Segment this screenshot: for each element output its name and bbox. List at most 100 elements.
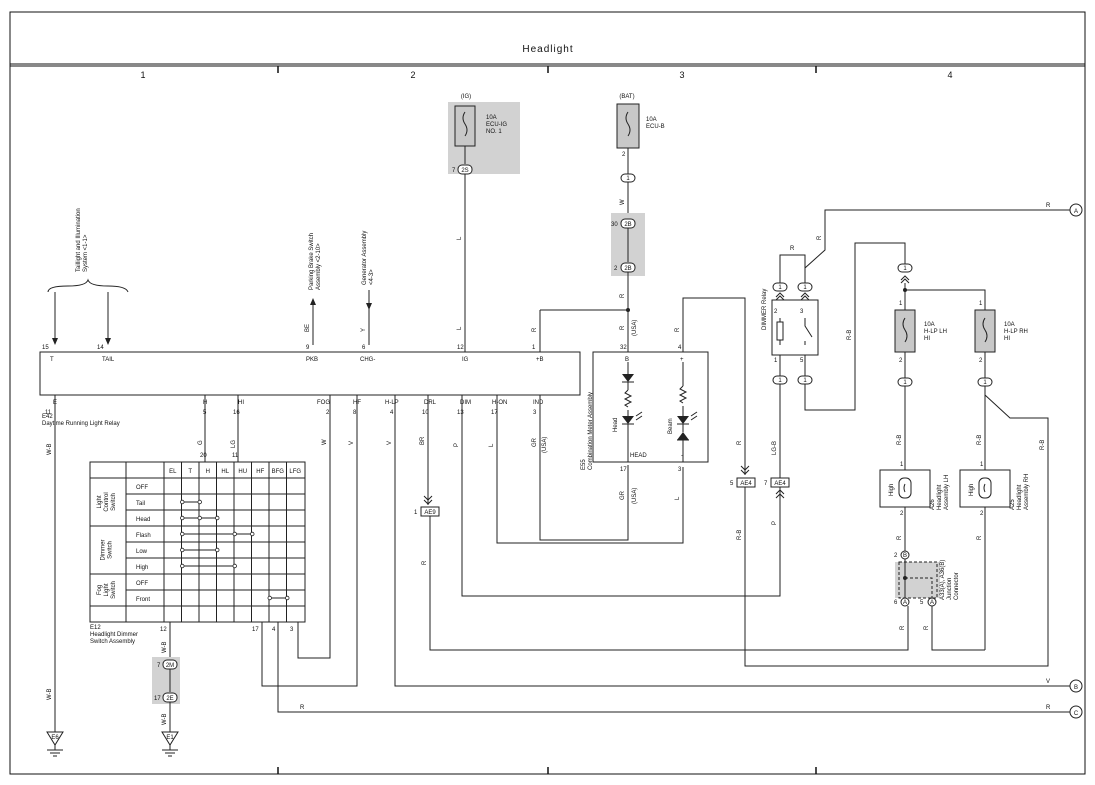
svg-text:Assembly RH: Assembly RH xyxy=(1024,474,1030,510)
svg-text:BR: BR xyxy=(420,436,426,445)
svg-text:10A: 10A xyxy=(924,322,935,328)
svg-text:A: A xyxy=(1074,209,1078,215)
switch-row-label: Tail xyxy=(136,501,145,507)
svg-text:6: 6 xyxy=(362,345,366,351)
svg-text:R: R xyxy=(300,705,305,711)
switch-row-label: Low xyxy=(136,549,148,555)
svg-text:4: 4 xyxy=(678,345,682,351)
svg-text:17: 17 xyxy=(620,467,627,473)
switch-contact xyxy=(180,499,185,505)
fuse-hlp-rh: 1 10A H-LP RH HI 2 xyxy=(974,301,1028,364)
svg-text:R: R xyxy=(737,440,743,445)
svg-text:1: 1 xyxy=(903,380,907,386)
switch-row-label: Head xyxy=(136,517,150,523)
svg-text:2B: 2B xyxy=(624,266,631,272)
svg-text:2E: 2E xyxy=(166,696,173,702)
svg-text:A: A xyxy=(930,600,934,606)
svg-text:CHG-: CHG- xyxy=(360,357,375,363)
svg-text:High: High xyxy=(889,484,895,496)
svg-text:Assembly LH: Assembly LH xyxy=(944,475,950,510)
svg-text:H-LP: H-LP xyxy=(385,400,399,406)
svg-text:H-LP RH: H-LP RH xyxy=(1004,329,1028,335)
meter-e55: 32 4 B + - HEAD 17 3 E55 Combination Met… xyxy=(581,345,709,473)
svg-text:W-B: W-B xyxy=(47,443,53,455)
switch-col-header: HU xyxy=(238,469,247,475)
svg-text:3: 3 xyxy=(800,309,804,315)
switch-contact xyxy=(232,563,237,569)
fuse-ecu-b: (BAT) 10A ECU-B 2 1 W 2B 30 2B 2 xyxy=(611,94,665,276)
svg-text:15: 15 xyxy=(42,345,49,351)
fuse-ecu-ig: (IG) 10A ECU-IG NO. 1 2S 7 xyxy=(448,94,520,175)
svg-text:-: - xyxy=(681,453,683,459)
svg-text:E12: E12 xyxy=(90,625,101,631)
switch-contact xyxy=(232,531,237,537)
svg-text:NO. 1: NO. 1 xyxy=(486,129,502,135)
svg-text:1: 1 xyxy=(803,285,807,291)
switch-contact xyxy=(267,595,272,601)
svg-text:W: W xyxy=(620,199,626,205)
switch-contact xyxy=(180,531,185,537)
switch-contact xyxy=(180,547,185,553)
svg-text:2B: 2B xyxy=(624,222,631,228)
svg-text:R: R xyxy=(977,535,983,540)
svg-text:DRL: DRL xyxy=(424,400,437,406)
connector-ae4-right: AE4 7 xyxy=(764,477,790,499)
svg-text:R: R xyxy=(620,325,626,330)
svg-text:Parking Brake Switch: Parking Brake Switch xyxy=(309,233,315,290)
svg-text:H-LP LH: H-LP LH xyxy=(924,329,947,335)
svg-text:1: 1 xyxy=(532,345,536,351)
svg-text:1: 1 xyxy=(778,378,782,384)
switch-row-label: High xyxy=(136,565,148,571)
svg-text:GR: GR xyxy=(620,490,626,500)
svg-text:R-B: R-B xyxy=(737,530,743,540)
svg-text:(USA): (USA) xyxy=(632,488,638,504)
dimmer-relay: DIMMER Relay 2 3 1 5 xyxy=(762,289,819,364)
svg-text:BE: BE xyxy=(305,324,311,332)
svg-text:2: 2 xyxy=(979,358,983,364)
svg-text:GR: GR xyxy=(532,437,538,447)
svg-text:10: 10 xyxy=(422,410,429,416)
svg-text:AE9: AE9 xyxy=(424,510,436,516)
switch-contact xyxy=(285,595,290,601)
svg-text:7: 7 xyxy=(764,481,768,487)
ref-parking-brake: Parking Brake Switch Assembly <2-10> BE xyxy=(305,233,322,345)
svg-text:3: 3 xyxy=(678,467,682,473)
svg-text:V: V xyxy=(387,441,393,445)
svg-text:1: 1 xyxy=(774,358,778,364)
svg-text:11: 11 xyxy=(45,410,52,416)
svg-text:+B: +B xyxy=(536,357,544,363)
diagram-title: Headlight xyxy=(522,44,573,55)
svg-text:4: 4 xyxy=(272,627,276,633)
svg-text:R-B: R-B xyxy=(847,330,853,340)
switch-group-label: Control xyxy=(104,492,110,511)
svg-text:5: 5 xyxy=(730,481,734,487)
svg-text:12: 12 xyxy=(160,627,167,633)
svg-text:R: R xyxy=(532,327,538,332)
svg-text:R: R xyxy=(900,625,906,630)
svg-text:12: 12 xyxy=(457,345,464,351)
ref-generator: Generator Assembly <4-3> Y xyxy=(361,231,375,345)
headlight-lh: High A26 Headlight Assembly LH 2 xyxy=(879,469,950,517)
switch-col-header: EL xyxy=(169,469,177,475)
svg-text:Generator Assembly: Generator Assembly xyxy=(362,231,368,285)
svg-text:1: 1 xyxy=(626,176,630,182)
switch-col-header: H xyxy=(206,469,210,475)
column-markers: 1 2 3 4 xyxy=(140,66,953,774)
svg-text:2: 2 xyxy=(614,266,618,272)
svg-text:9: 9 xyxy=(306,345,310,351)
switch-contact xyxy=(250,531,255,537)
svg-text:13: 13 xyxy=(457,410,464,416)
svg-text:R: R xyxy=(620,293,626,298)
switch-contact xyxy=(197,515,202,521)
switch-group-label: Light xyxy=(97,495,103,508)
svg-text:7: 7 xyxy=(157,663,161,669)
svg-text:TAIL: TAIL xyxy=(102,357,115,363)
svg-text:4: 4 xyxy=(390,410,394,416)
svg-text:Taillight and Illumination: Taillight and Illumination xyxy=(76,208,82,272)
svg-text:3: 3 xyxy=(290,627,294,633)
svg-text:1: 1 xyxy=(899,301,903,307)
svg-text:17: 17 xyxy=(491,410,498,416)
svg-text:2: 2 xyxy=(980,511,984,517)
svg-text:R: R xyxy=(790,246,795,252)
